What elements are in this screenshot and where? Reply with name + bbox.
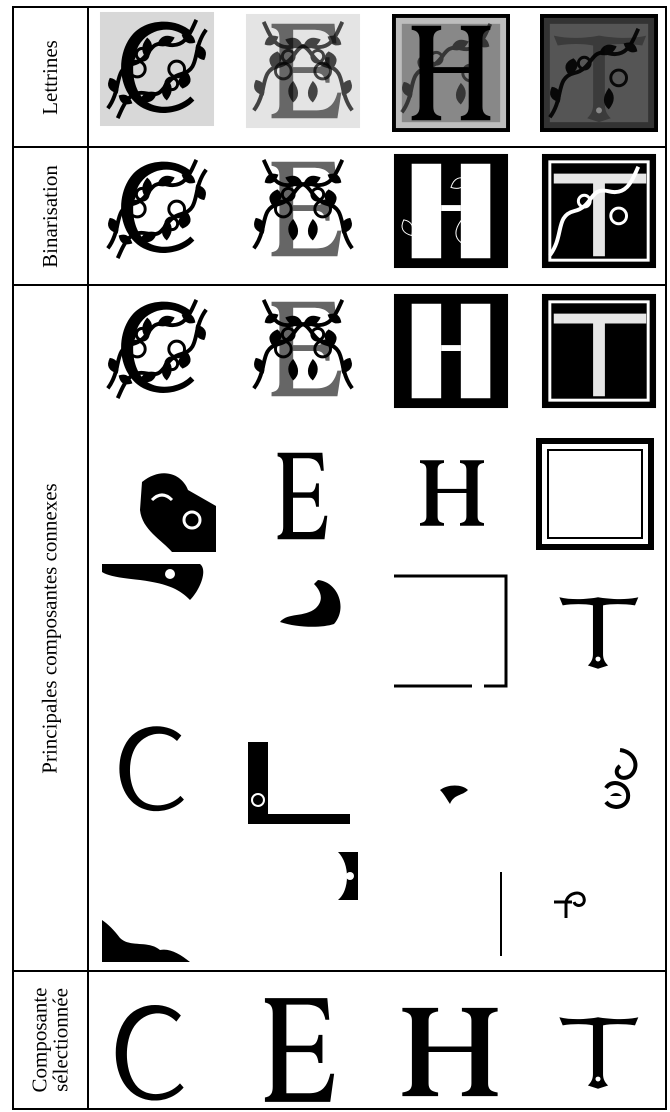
lettrine-e — [244, 12, 362, 130]
binarisation-e — [244, 150, 362, 268]
component-line — [498, 872, 504, 956]
component-letter-h — [404, 452, 500, 534]
component-fragment — [438, 782, 470, 806]
row-label-text: Binarisation — [40, 165, 61, 268]
row-label-selectionnee: Composante sélectionnée — [14, 972, 87, 1108]
component-fragment — [600, 748, 642, 812]
component-fragment — [552, 888, 588, 920]
component-full-h — [392, 292, 510, 410]
lettrine-c — [98, 10, 216, 128]
column-divider — [87, 8, 89, 1108]
row-divider — [14, 146, 665, 148]
component-fragment — [326, 850, 360, 902]
lettrine-h — [392, 14, 510, 132]
selected-letter-t — [556, 1014, 640, 1092]
component-fragment — [246, 740, 352, 826]
component-letter-e — [258, 442, 342, 550]
row-label-lettrines: Lettrines — [14, 8, 87, 146]
row-label-composantes: Principales composantes connexes — [14, 286, 87, 970]
component-fragment — [100, 918, 192, 964]
selected-letter-e — [262, 996, 340, 1104]
row-label-text: Lettrines — [40, 40, 61, 115]
binarisation-t — [540, 152, 658, 270]
component-fragment — [100, 560, 210, 606]
component-frame — [392, 574, 508, 688]
selected-letter-h — [400, 1006, 500, 1098]
row-label-text: Principales composantes connexes — [40, 483, 61, 773]
component-letter-c — [112, 720, 190, 816]
binarisation-c — [98, 150, 216, 268]
component-fragment — [132, 470, 216, 552]
row-divider — [14, 284, 665, 286]
component-full-e — [244, 290, 362, 408]
component-full-c — [98, 290, 216, 408]
row-divider — [14, 970, 665, 972]
component-full-t — [540, 292, 658, 410]
component-fragment — [278, 578, 346, 628]
selected-letter-c — [108, 998, 190, 1106]
lettrine-t — [540, 14, 658, 132]
component-letter-t — [556, 594, 640, 672]
binarisation-h — [392, 152, 510, 270]
row-label-text: Composante sélectionnée — [30, 988, 72, 1093]
component-frame — [536, 438, 654, 550]
row-label-binarisation: Binarisation — [14, 148, 87, 284]
